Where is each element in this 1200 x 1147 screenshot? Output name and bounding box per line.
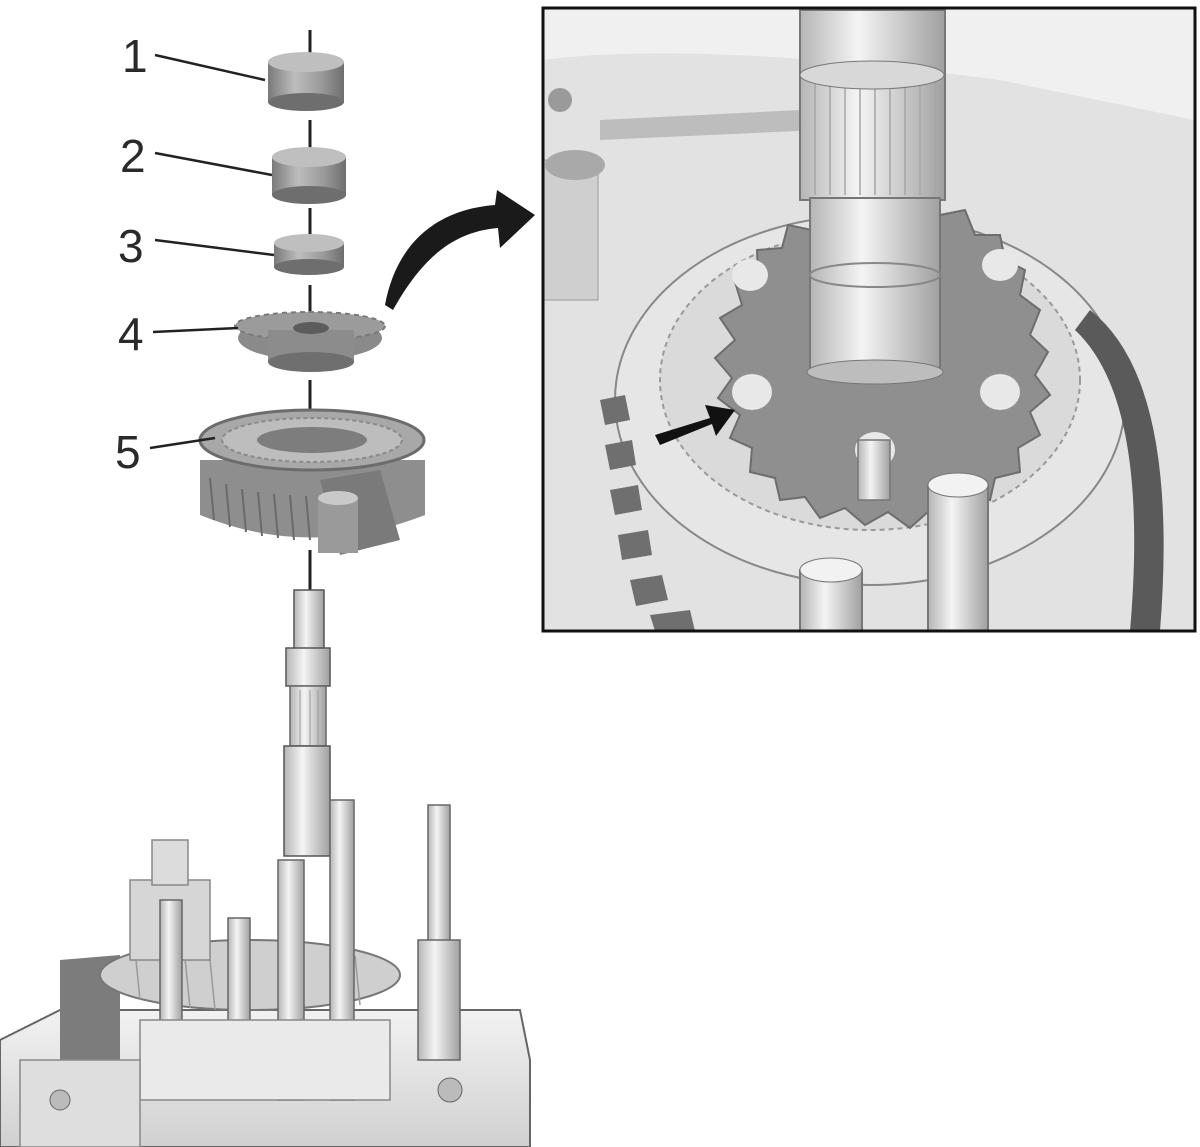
gearbox-housing: [0, 799, 531, 1147]
bearing-sleeve-1: [268, 52, 344, 111]
callout-1: 1: [122, 30, 266, 82]
bearing-sleeve-2: [272, 147, 346, 204]
bearing-sleeve-3: [274, 234, 344, 275]
callout-5: 5: [115, 426, 216, 478]
ring-gear-assembly-5: [198, 408, 426, 555]
main-shaft: [283, 589, 331, 857]
callout-number-4: 4: [118, 308, 144, 360]
detail-inset: [543, 8, 1195, 631]
callout-number-3: 3: [118, 220, 144, 272]
callout-2: 2: [120, 130, 273, 182]
inset-side-gear: [600, 395, 695, 631]
callout-3: 3: [118, 220, 275, 272]
inset-shaft: [799, 9, 946, 385]
detail-inset-frame: [541, 6, 1197, 633]
inset-arrow-icon: [655, 405, 735, 445]
callout-number-2: 2: [120, 130, 146, 182]
callout-number-5: 5: [115, 426, 141, 478]
callout-number-1: 1: [122, 30, 148, 82]
carrier-gear-4: [234, 311, 386, 372]
callout-4: 4: [118, 308, 239, 360]
curved-arrow-icon: [385, 190, 535, 310]
inset-pins: [799, 439, 989, 631]
